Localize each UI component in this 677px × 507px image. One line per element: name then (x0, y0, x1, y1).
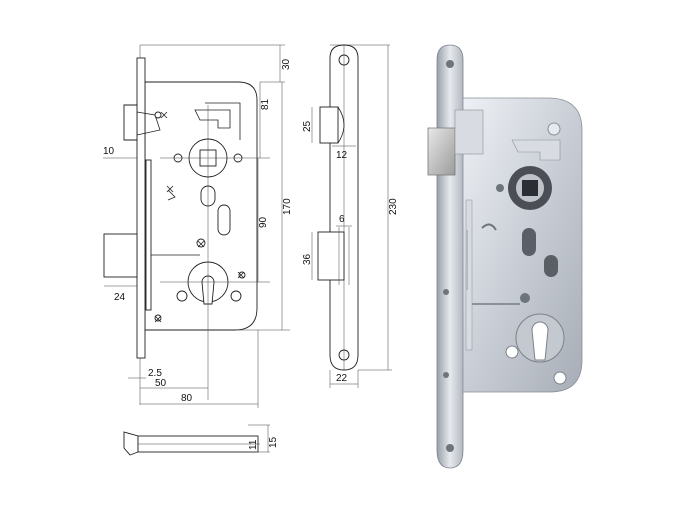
bottom-profile-dimensions: 11 15 (248, 425, 279, 452)
dim-25: 25 (302, 120, 313, 132)
latch-bolt (123, 104, 138, 141)
dim-2-5: 2.5 (148, 368, 162, 379)
lock-case-outline (144, 81, 258, 331)
dim-81: 81 (260, 98, 271, 110)
dim-36: 36 (302, 253, 313, 265)
dim-24: 24 (114, 292, 126, 303)
dim-170: 170 (282, 198, 293, 215)
dim-15: 15 (268, 436, 279, 448)
dim-22: 22 (336, 373, 348, 384)
dim-90: 90 (258, 216, 269, 228)
dim-11: 11 (248, 439, 259, 450)
forend-dimensions: 25 12 6 36 22 230 (302, 45, 399, 388)
deadbolt (103, 233, 138, 278)
mortise-lock-photo (427, 44, 583, 469)
dim-80: 80 (181, 393, 193, 404)
photo-forend-plate (436, 44, 464, 469)
dim-6: 6 (339, 214, 345, 225)
photo-latch-bolt (427, 127, 456, 176)
dim-230: 230 (388, 198, 399, 215)
forend-strip (136, 57, 146, 359)
dim-12: 12 (336, 150, 348, 161)
front-view-dimensions: 30 81 90 170 10 24 2.5 50 80 (103, 45, 293, 408)
bottom-profile-view (123, 424, 270, 456)
dim-30: 30 (281, 58, 292, 70)
dim-10: 10 (103, 146, 115, 157)
front-view-drawing (103, 44, 285, 405)
dim-50: 50 (155, 378, 167, 389)
forend-side-view (317, 44, 390, 371)
